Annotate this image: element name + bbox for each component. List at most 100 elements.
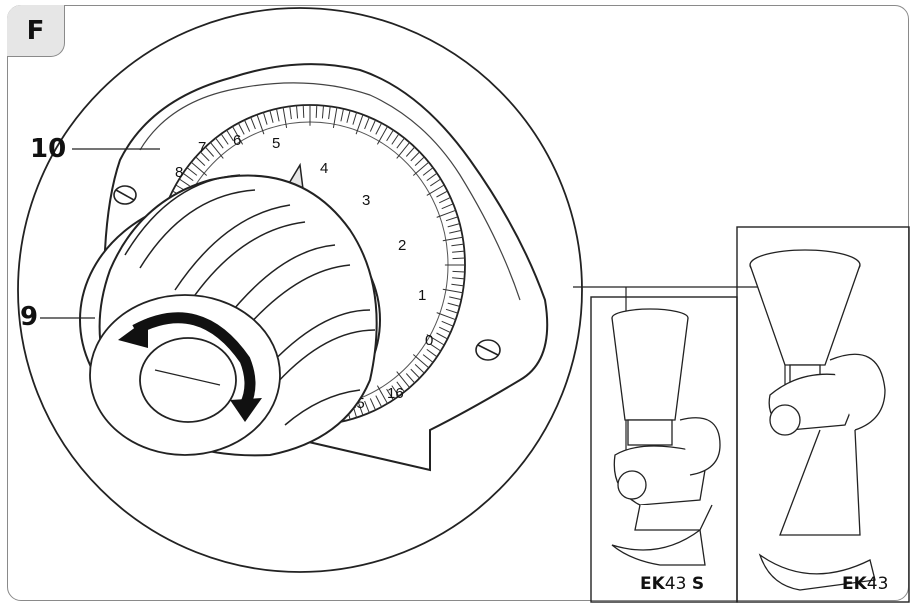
dial-tick [375,122,383,135]
dial-tick [414,156,425,166]
dial-tick [302,105,305,118]
model-label-ek43: EK43 [842,574,888,594]
dial-tick [405,373,416,384]
dial-tick [405,146,416,157]
scale-number: 3 [362,192,370,209]
dial-tick [445,216,458,222]
dial-tick [426,334,445,346]
dial-tick [452,257,465,260]
dial-tick [410,368,420,379]
dial-tick [449,296,462,301]
dial-tick [436,209,456,218]
dial-tick [190,161,208,176]
dial-tick [441,320,454,327]
dial-tick [182,172,194,182]
dial-tick [426,172,438,182]
magnifier-circle [17,7,583,573]
dial-tick [282,107,288,128]
dial-tick [410,151,420,162]
dial-tick [436,190,448,198]
dial-tick [391,385,400,397]
rotation-arrow-icon [118,312,262,422]
dial-tick [396,381,405,393]
dial-tick [289,106,292,120]
dial-tick [447,223,460,228]
dial-tick [200,151,210,162]
dial-tick [210,142,224,159]
inset-ek43-box [736,226,910,603]
dial-tick [232,126,244,145]
scale-number: 1 [418,287,426,304]
dial-tick [256,114,265,135]
dial-tick [396,371,410,388]
model-label-ek43s: EK43 S [640,574,704,594]
dial-tick [262,112,268,125]
model-suffix: S [691,574,705,594]
dial-tick [269,110,274,123]
dial-tick [386,388,394,401]
dial-tick [438,196,451,204]
dial-tick [276,108,280,122]
dial-tick [422,167,434,176]
dial-tick [430,178,441,187]
screw-lower [475,339,501,361]
dial-tick [447,302,460,307]
dial-tick [412,354,430,369]
dial-tick [244,119,251,132]
dial-tick [355,114,364,135]
dial-tick [332,107,338,128]
scale-number: 0 [425,332,433,349]
dial-tick [340,108,344,122]
screw-upper [113,185,137,205]
dial-tick [352,112,358,125]
adjustment-knob [79,174,381,457]
dial-tick [364,117,370,130]
dial-tick [438,326,451,334]
dial-tick [321,105,324,119]
dial-tick [226,129,234,142]
scale-number: 7 [198,139,206,156]
dial-tick [452,250,465,253]
model-prefix: EK [842,574,867,594]
dial-tick [220,133,229,145]
dial-tick [426,184,445,196]
dial-tick [442,236,463,242]
dial-tick [186,167,198,176]
scale-number: 4 [320,160,328,177]
scale-number: 8 [175,164,183,181]
scale-number: 6 [233,132,241,149]
dial-tick [441,203,454,210]
callout-9: 9 [20,302,39,332]
panel-letter: F [7,5,65,57]
housing-edge [139,82,521,301]
model-number: 43 [866,574,889,594]
dial-tick [414,364,425,374]
dial-tick [179,178,190,187]
dial-tick [452,277,465,280]
dial-tick [386,129,394,142]
dial-tick [445,308,458,314]
dial-tick [396,137,405,149]
dial-tick [376,126,388,145]
ek43s-grinder [611,308,721,566]
model-prefix: EK [640,574,665,594]
dial-tick [369,119,376,132]
dial-tick [195,156,206,166]
dial-tick [422,354,434,363]
dial-tick [204,146,215,157]
dial-tick [451,283,464,287]
dial-tick [215,137,224,149]
dial-tick [296,105,299,119]
dial-tick [328,106,331,120]
dial-tick [426,348,438,358]
dial-tick [396,142,410,159]
dial-tick [430,343,441,352]
ek43-grinder [749,249,886,591]
dial-tick [237,122,245,135]
dial-tick [375,395,383,408]
dial-tick [412,161,430,176]
scale-number: 16 [387,385,404,402]
dial-tick [346,110,351,123]
